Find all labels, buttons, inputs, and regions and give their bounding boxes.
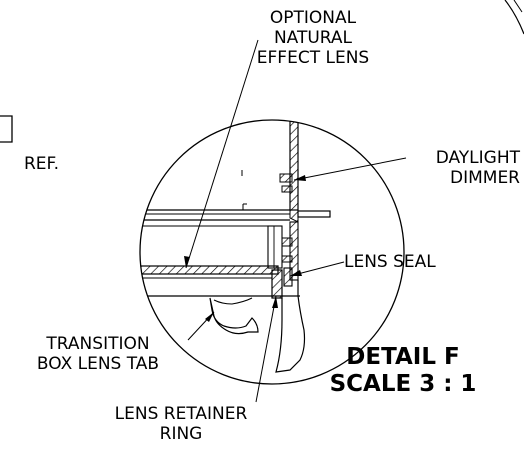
effect-lens <box>140 265 279 275</box>
inner-spacer <box>267 225 283 269</box>
outer-housing-arc-inner <box>513 0 523 13</box>
dimmer-stub-mid <box>281 185 293 193</box>
arrow-daylight-dimmer <box>294 175 306 181</box>
lower-stub-2 <box>281 255 293 263</box>
detail-circle <box>139 119 405 385</box>
leader-retainer-ring <box>255 295 277 403</box>
label-retainer-ring-line2: RING <box>159 424 203 444</box>
label-ref: REF. <box>24 154 60 174</box>
label-daylight-dimmer: DAYLIGHT DIMMER <box>404 148 520 188</box>
flange-step <box>289 210 299 223</box>
housing-flange <box>297 210 331 218</box>
housing-curve <box>275 280 306 373</box>
label-retainer-ring: LENS RETAINER RING <box>96 404 266 444</box>
ref-bracket <box>0 115 13 143</box>
arrow-optional-lens <box>184 256 190 268</box>
detail-title: DETAIL F SCALE 3 : 1 <box>318 344 488 398</box>
lower-wall <box>289 221 299 281</box>
small-mark <box>242 203 247 210</box>
arrow-retainer-ring <box>272 296 278 308</box>
retainer-ring-part <box>271 269 283 299</box>
lens-seal-part <box>283 267 293 287</box>
label-optional-lens-line2: NATURAL <box>273 28 353 48</box>
label-daylight-dimmer-line1: DAYLIGHT <box>435 148 520 168</box>
tab-detail <box>213 297 253 305</box>
arrow-lens-seal <box>290 270 302 276</box>
detail-name: DETAIL F <box>346 344 460 370</box>
leader-optional-lens <box>185 39 259 269</box>
dimmer-stub-top <box>279 173 293 183</box>
label-transition-tab: TRANSITION BOX LENS TAB <box>18 334 178 374</box>
transition-tab-part <box>209 297 259 335</box>
detail-scale: SCALE 3 : 1 <box>329 371 477 397</box>
label-retainer-ring-line1: LENS RETAINER <box>114 404 248 424</box>
leader-arrowheads <box>184 175 306 322</box>
label-transition-tab-line1: TRANSITION <box>46 334 150 354</box>
arrow-transition-tab <box>205 312 214 322</box>
leader-daylight-dimmer <box>293 157 407 181</box>
label-optional-lens-line1: OPTIONAL <box>269 8 357 28</box>
label-daylight-dimmer-line2: DIMMER <box>450 168 520 188</box>
outer-housing-arc <box>504 0 524 35</box>
housing-wall <box>289 120 299 211</box>
label-optional-lens: OPTIONAL NATURAL EFFECT LENS <box>248 8 378 68</box>
label-transition-tab-line2: BOX LENS TAB <box>36 354 160 374</box>
section-view <box>140 120 331 373</box>
label-optional-lens-line3: EFFECT LENS <box>256 48 370 68</box>
lower-stub-1 <box>281 237 293 247</box>
label-lens-seal: LENS SEAL <box>344 252 436 272</box>
